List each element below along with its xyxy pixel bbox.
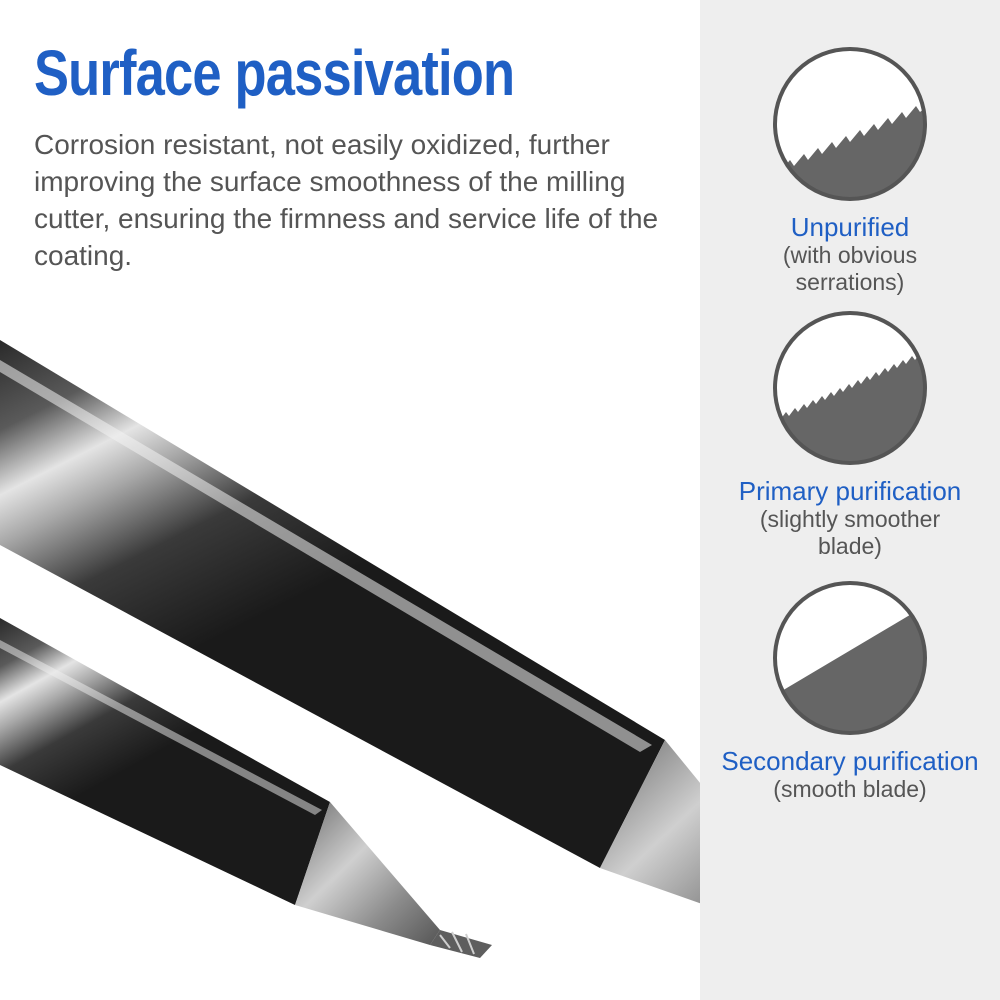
stage-primary-purification: Primary purification (slightly smoother … bbox=[700, 308, 1000, 560]
stage-note: (slightly smoother blade) bbox=[759, 506, 941, 559]
blade-edge-coarse bbox=[775, 104, 925, 199]
milling-cutters-illustration bbox=[0, 340, 700, 958]
stage-note: (with obvious serrations) bbox=[782, 242, 918, 295]
serrated-blade-icon bbox=[773, 47, 927, 201]
smooth-blade-icon bbox=[773, 581, 927, 735]
blade-edge-fine bbox=[775, 348, 925, 463]
fine-serrated-blade-icon bbox=[773, 311, 927, 465]
stages-container: Unpurified (with obvious serrations) Pri… bbox=[700, 0, 1000, 1000]
small-cutter bbox=[0, 618, 492, 958]
stage-name: Unpurified bbox=[790, 212, 910, 242]
stage-unpurified: Unpurified (with obvious serrations) bbox=[700, 44, 1000, 296]
large-cutter bbox=[0, 340, 700, 904]
stage-name: Secondary purification bbox=[721, 746, 979, 776]
stage-note: (smooth blade) bbox=[773, 776, 927, 802]
description-text: Corrosion resistant, not easily oxidized… bbox=[34, 129, 659, 271]
blade-edge-smooth bbox=[775, 603, 925, 733]
page-title: Surface passivation bbox=[34, 37, 515, 109]
stage-secondary-purification: Secondary purification (smooth blade) bbox=[700, 578, 1000, 803]
stage-name: Primary purification bbox=[738, 476, 962, 506]
